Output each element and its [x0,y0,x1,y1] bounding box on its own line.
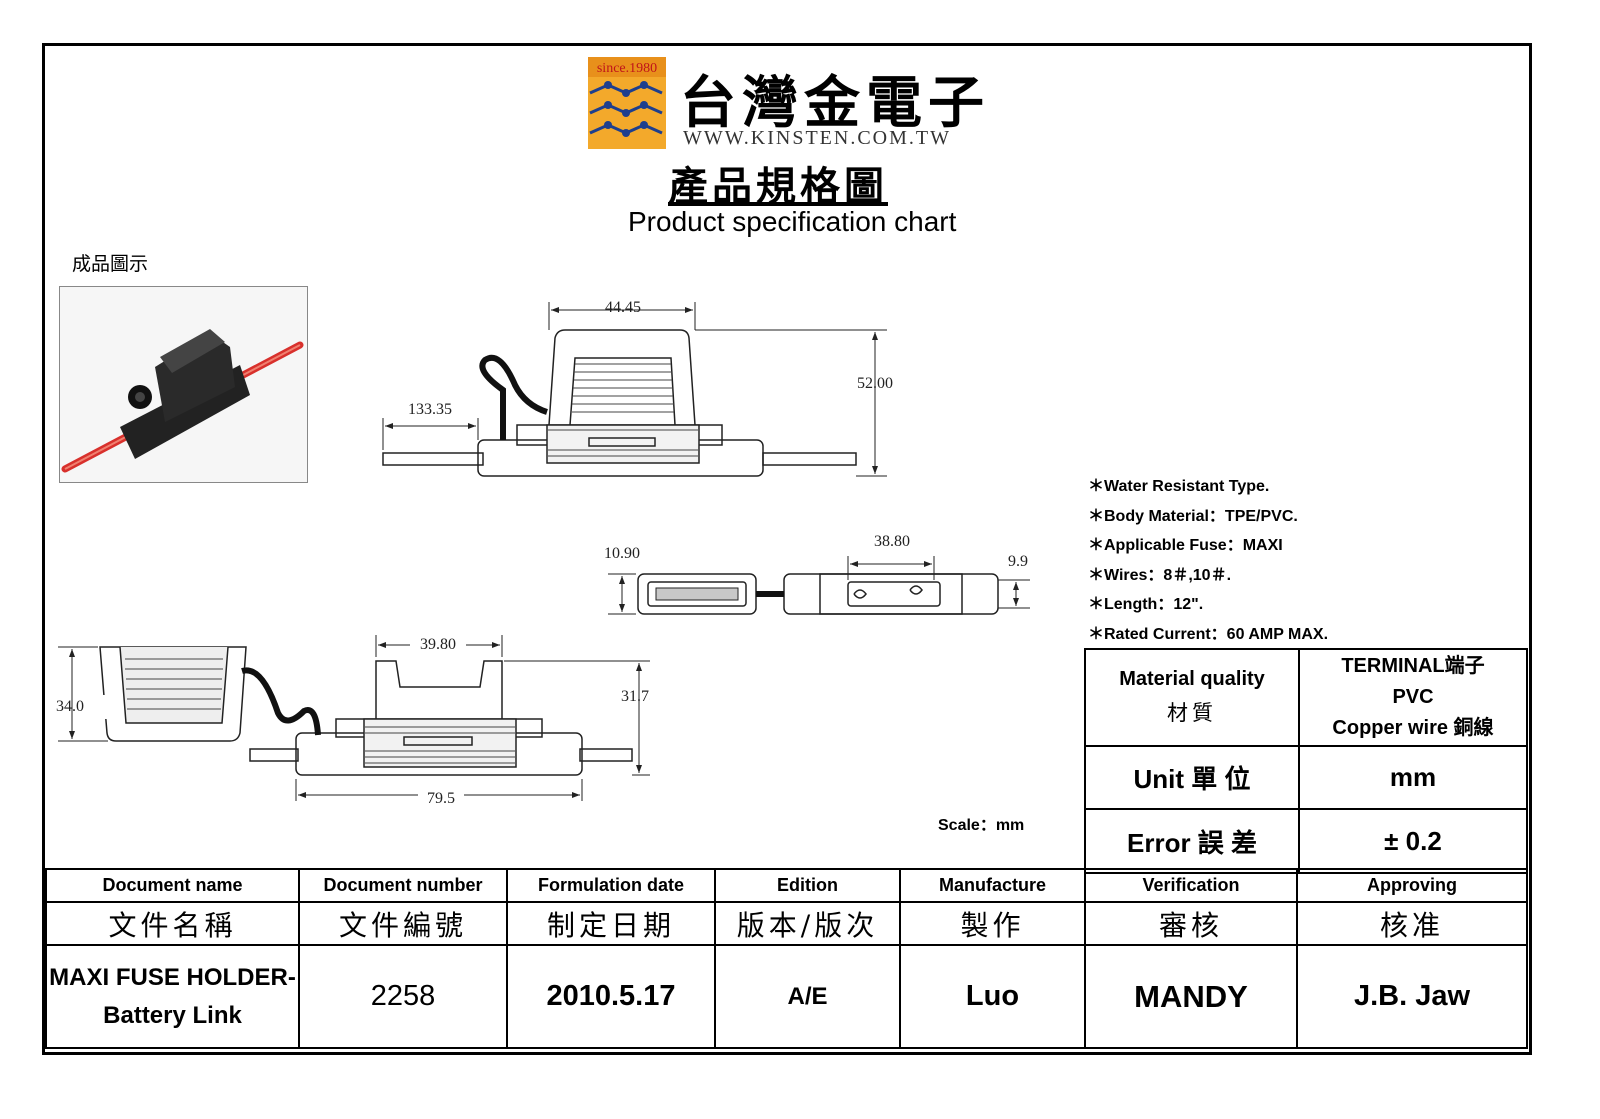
material-label-cn: 材質 [1167,701,1217,725]
dim-mid-left: 10.90 [604,545,640,562]
feature-item: ＊Rated Current：60 AMP MAX. [1088,625,1329,643]
dim-bottom-length: 79.5 [427,790,455,807]
feature-item: ＊Body Material：TPE/PVC. [1088,507,1298,525]
fuse-holder-photo-icon [60,287,307,482]
header-verification: Verification [1084,868,1298,903]
header-formulation-date: Formulation date [506,868,716,903]
header-edition-cn: 版本/版次 [714,901,901,946]
unit-label: Unit 單 位 [1084,745,1300,810]
logo-badge: since.1980 [597,61,657,76]
header-manufacture: Manufacture [899,868,1086,903]
header-document-name-cn: 文件名稱 [45,901,300,946]
feature-item: ＊Length：12". [1088,596,1204,613]
header-verification-cn: 審核 [1084,901,1298,946]
dim-bottom-height: 31.75 [621,688,650,705]
value-verification: MANDY [1084,944,1298,1049]
photo-label: 成品圖示 [72,253,149,275]
value-edition: A/E [714,944,901,1049]
value-manufacture: Luo [899,944,1086,1049]
header-document-name: Document name [45,868,300,903]
document-info-table: Document name Document number Formulatio… [45,868,1528,1049]
dim-top-wire: 133.35 [408,401,452,418]
header-manufacture-cn: 製作 [899,901,1086,946]
feature-item: ＊Wires：8＃,10＃. [1088,566,1232,584]
value-document-number: 2258 [298,944,508,1049]
value-approving: J.B. Jaw [1296,944,1528,1049]
dim-mid-width: 38.80 [874,533,910,550]
header-document-number-cn: 文件編號 [298,901,508,946]
header-formulation-date-cn: 制定日期 [506,901,716,946]
side-view-drawing: 34.0 39.80 31.75 79.5 [56,635,650,807]
company-logo: since.1980 [588,57,666,149]
material-value-copper: Copper wire 銅線 [1332,717,1494,739]
page-title-cn: 產品規格圖 [668,163,888,210]
feature-list: ＊Water Resistant Type. ＊Body Material：TP… [1088,472,1328,649]
plan-view-drawing: 10.90 38.80 9.9 [604,533,1030,615]
dim-mid-right: 9.9 [1008,553,1028,570]
dim-side-height: 34.0 [56,698,84,715]
error-value: ± 0.2 [1298,808,1528,874]
page-title-en: Product specification chart [628,206,957,237]
material-value-cell: TERMINAL端子 PVC Copper wire 銅線 [1298,648,1528,747]
value-formulation-date: 2010.5.17 [506,944,716,1049]
top-view-drawing: 44.45 133.35 52.00 [382,299,893,477]
header-edition: Edition [714,868,901,903]
unit-value: mm [1298,745,1528,810]
company-url: WWW.KINSTEN.COM.TW [683,127,952,149]
header-document-number: Document number [298,868,508,903]
material-label-cell: Material quality 材質 [1084,648,1300,747]
dim-top-width: 44.45 [605,299,641,316]
scale-note: Scale：mm [938,817,1025,834]
product-photo [59,286,308,483]
feature-item: ＊Applicable Fuse：MAXI [1088,537,1283,554]
material-label-en: Material quality [1119,668,1265,690]
error-label: Error 誤 差 [1084,808,1300,874]
material-value-terminal: TERMINAL端子 [1341,655,1485,677]
spec-table: Material quality 材質 TERMINAL端子 PVC Coppe… [1084,648,1528,874]
header-approving-cn: 核准 [1296,901,1528,946]
value-document-name: MAXI FUSE HOLDER-Battery Link [45,944,300,1049]
company-name-cn: 台灣金電子 [680,70,990,136]
dim-top-height: 52.00 [857,375,893,392]
material-value-pvc: PVC [1392,686,1434,708]
header-approving: Approving [1296,868,1528,903]
logo-mark-icon: since.1980 [588,57,666,149]
document-frame [42,43,1532,1055]
dim-bottom-width: 39.80 [420,636,456,653]
feature-item: ＊Water Resistant Type. [1088,478,1270,495]
